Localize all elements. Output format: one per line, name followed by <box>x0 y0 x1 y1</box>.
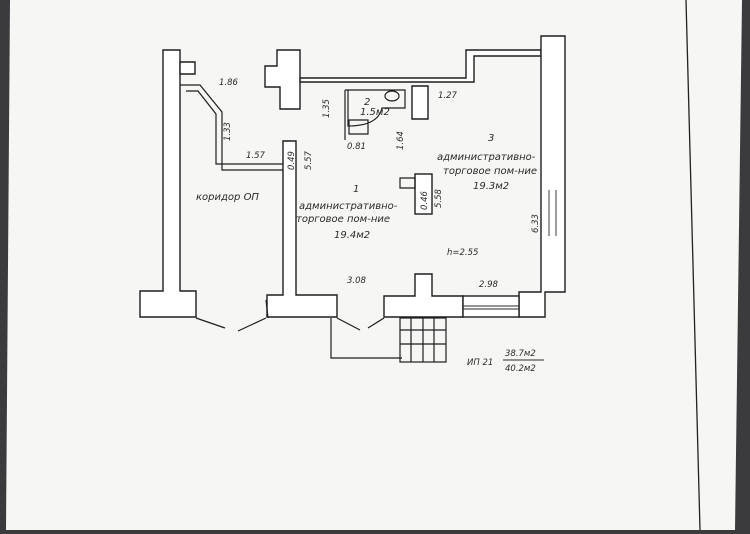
wc-sink <box>348 119 369 135</box>
room1-line2: торговое пом-ние <box>296 214 390 225</box>
corridor-diagonal-wall-inner <box>186 90 283 165</box>
dim-1-57: 1.57 <box>246 151 266 161</box>
wall-bottom-right <box>462 295 520 318</box>
door-swings <box>195 299 385 332</box>
frame-border-line <box>685 0 701 531</box>
dim-1-27: 1.27 <box>438 91 458 101</box>
premise-code: ИП 21 <box>467 358 493 368</box>
wall-stub-top-left <box>179 61 196 75</box>
door-swing-center-b <box>367 317 385 329</box>
dim-6-33: 6.33 <box>531 214 541 233</box>
room3-number: 3 <box>488 133 494 144</box>
dim-0-81: 0.81 <box>347 142 366 152</box>
door-swing-left-a <box>195 317 226 329</box>
dim-1-33: 1.33 <box>223 122 233 141</box>
wall-wc-partition <box>411 85 429 120</box>
room3-area: 19.3м2 <box>473 181 509 192</box>
dim-2-98: 2.98 <box>479 280 499 290</box>
room2-area: 1.5м2 <box>360 107 390 118</box>
door-swing-center-a <box>336 317 361 331</box>
dim-5-58: 5.58 <box>434 188 444 208</box>
walls <box>139 35 566 318</box>
toilet-icon <box>384 90 400 102</box>
wall-partition-corridor <box>266 140 338 318</box>
column-niche <box>399 177 416 189</box>
dim-1-86: 1.86 <box>219 78 239 88</box>
corridor-label: коридор ОП <box>196 192 259 203</box>
room2-number: 2 <box>364 97 370 108</box>
wc-corner-wall <box>345 89 406 127</box>
premise-area-top: 38.7м2 <box>505 349 536 359</box>
wc-fixtures <box>344 89 406 140</box>
porch-outline <box>330 318 402 359</box>
corridor-diagonal-wall <box>180 84 283 171</box>
door-jamb <box>265 299 269 319</box>
wall-pillar-top <box>264 49 301 110</box>
premise-area-bottom: 40.2м2 <box>505 364 536 374</box>
dim-1-64: 1.64 <box>396 131 406 150</box>
premise-summary: ИП 21 38.7м2 40.2м2 <box>467 349 544 374</box>
room-labels: 2 1.5м2 3 административно- торговое пом-… <box>196 97 537 258</box>
room3-line2: торговое пом-ние <box>443 166 537 177</box>
dim-0-46: 0.46 <box>420 190 430 210</box>
room1-area: 19.4м2 <box>334 230 370 241</box>
interior-column <box>414 173 433 215</box>
wall-entrance-pillar <box>383 273 464 318</box>
ceiling-height-label: h=2.55 <box>447 248 478 258</box>
room1-number: 1 <box>353 184 359 195</box>
dim-1-35: 1.35 <box>322 99 332 118</box>
entrance-steps <box>330 317 447 363</box>
dim-0-49: 0.49 <box>287 151 297 170</box>
wall-left <box>139 49 197 318</box>
dim-3-08: 3.08 <box>347 276 367 286</box>
dim-5-57: 5.57 <box>304 150 314 170</box>
dimension-labels: 1.86 1.35 1.27 0.81 1.64 1.33 1.57 0.49 … <box>219 78 541 290</box>
wall-right <box>518 35 566 318</box>
room3-line1: административно- <box>437 152 536 163</box>
door-swing-left-b <box>237 317 267 332</box>
room1-line1: административно- <box>299 201 398 212</box>
